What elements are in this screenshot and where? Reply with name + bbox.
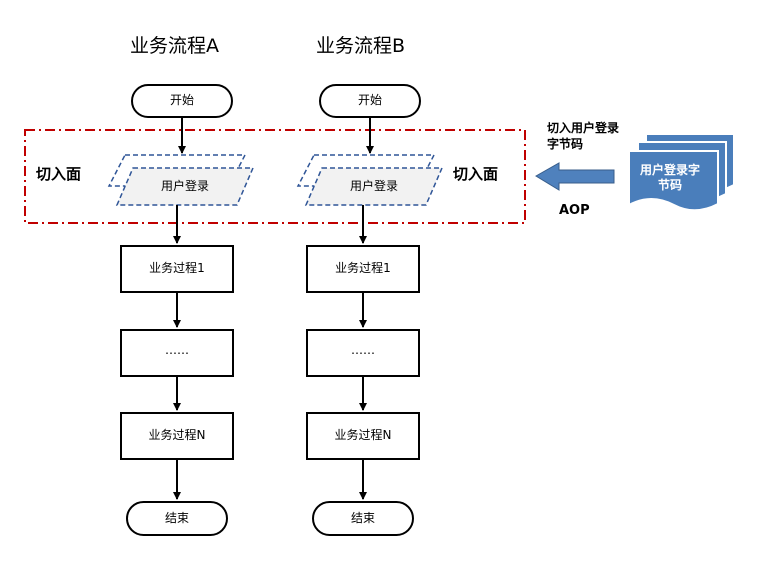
flow-b-ellipsis-label: ……	[351, 343, 375, 357]
flow-b-ellipsis-node	[306, 329, 420, 377]
flow-a-start-label: 开始	[169, 93, 194, 107]
flow-b-stepN-node	[306, 412, 420, 460]
flow-b-stepN-label: 业务过程N	[334, 428, 392, 442]
flow-a-step1-label: 业务过程1	[149, 261, 205, 275]
aspect-right-label: 切入面	[453, 165, 499, 183]
flow-a-login-label: 用户登录	[160, 179, 209, 193]
weave-note: 切入用户登录字节码	[547, 121, 620, 151]
flow-b-start-label: 开始	[357, 93, 382, 107]
flow-a-end-node	[126, 501, 228, 536]
aop-arrow	[535, 162, 615, 191]
bytecode-doc-front	[628, 150, 719, 212]
flow-b-end-label: 结束	[350, 511, 375, 525]
flow-b-login-label: 用户登录	[349, 179, 398, 193]
flow-b-shapes	[296, 84, 444, 536]
flow-a-shapes	[107, 84, 255, 536]
flow-a-login-node	[115, 167, 255, 206]
flow-b-step1-node	[306, 245, 420, 293]
flow-b-end-node	[312, 501, 414, 536]
aop-weave-shapes	[535, 133, 735, 212]
aspect-left-label: 切入面	[36, 165, 82, 183]
bytecode-doc-text: 用户登录字节码	[639, 163, 700, 192]
flow-a-title: 业务流程A	[130, 35, 219, 57]
flow-b-title: 业务流程B	[316, 35, 406, 57]
flow-b-step1-label: 业务过程1	[335, 261, 391, 275]
flow-a-ellipsis-node	[120, 329, 234, 377]
flow-a-end-label: 结束	[164, 511, 189, 525]
aop-label: AOP	[559, 203, 590, 218]
flow-a-stepN-label: 业务过程N	[148, 428, 206, 442]
flow-b-login-node	[304, 167, 444, 206]
aspect-boundary	[24, 129, 526, 224]
flow-a-ellipsis-label: ……	[165, 343, 189, 357]
